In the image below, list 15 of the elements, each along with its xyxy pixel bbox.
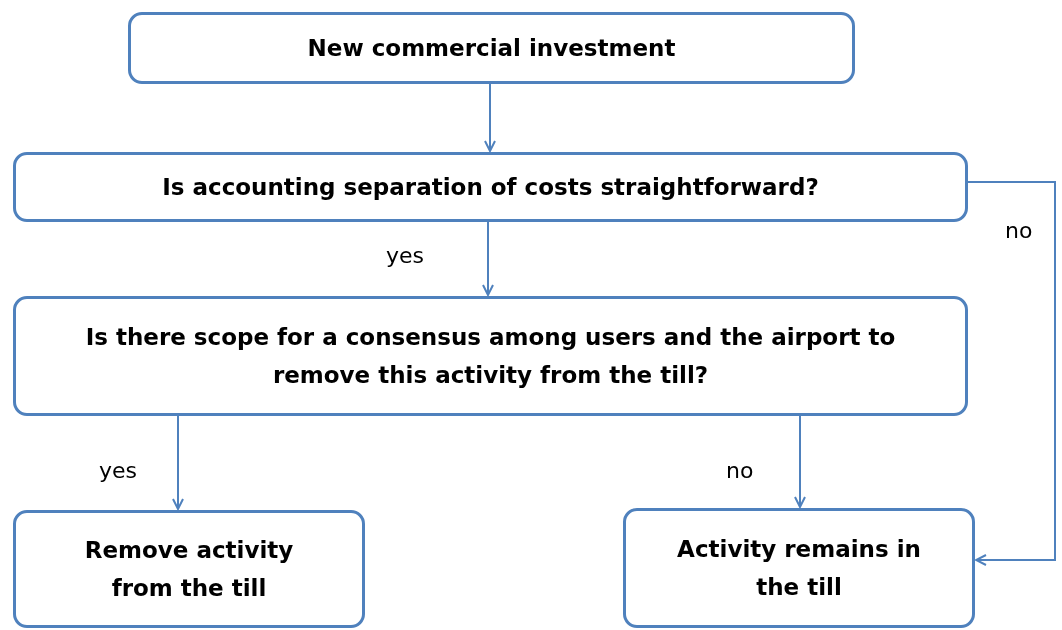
process-box [13,510,365,628]
arrow [794,415,806,508]
box-text: Is there scope for a consensus among users and the airport to remove this activity from the till? [84,323,897,390]
box-text: Activity remains in the till [676,535,922,602]
arrow [482,221,494,296]
process-box [13,296,968,416]
arrow [967,181,1056,566]
process-box [623,508,975,628]
arrow [484,83,496,152]
box-text: Remove activity from the till [83,536,295,603]
arrow [172,415,184,510]
process-box [128,12,855,84]
box-text: Is accounting separation of costs straightforward? [162,173,819,202]
process-box [13,152,968,222]
box-text: New commercial investment [307,34,676,63]
